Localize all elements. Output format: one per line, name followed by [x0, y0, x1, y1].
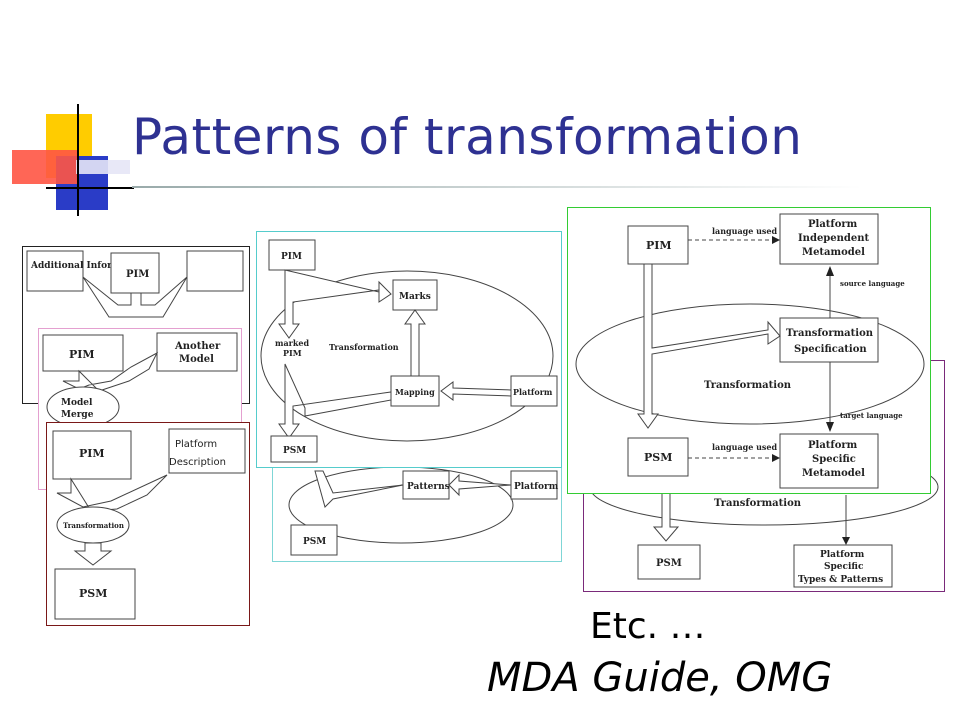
source-citation: MDA Guide, OMG [487, 655, 833, 701]
d4-platform-label: Platform [514, 482, 559, 492]
d7-spec-1: Transformation [786, 328, 874, 339]
d2-merge-1: Model [61, 398, 93, 408]
d5-marked-pim-2: PIM [283, 348, 302, 358]
d5-marks-label: Marks [399, 292, 431, 302]
slide-logo [12, 104, 134, 216]
d6-psm-label: PSM [656, 558, 682, 569]
d3-pim-label: PIM [79, 447, 105, 460]
d7-pim-meta-1: Platform [808, 219, 858, 230]
d7-spec-2: Specification [794, 344, 867, 355]
d6-types-3: Types & Patterns [798, 575, 883, 585]
d7-psm-meta-2: Specific [812, 454, 856, 465]
d7-pim-meta-3: Metamodel [802, 247, 865, 258]
d4-psm-label: PSM [303, 537, 326, 547]
d2-another-1: Another [174, 341, 221, 352]
d1-additional-info-1: Additional Information [30, 261, 148, 271]
d5-marked-pim-1: marked [275, 338, 309, 348]
d5-mapping-label: Mapping [395, 387, 435, 397]
d5-transformation-label: Transformation [329, 342, 399, 352]
etc-text: Etc. … [590, 606, 706, 647]
d7-psm-meta-3: Metamodel [802, 468, 865, 479]
d6-types-2: Specific [824, 562, 864, 572]
d7-target-language: target language [840, 411, 903, 420]
d7-pim-label: PIM [646, 239, 672, 252]
d3-transformation-label: Transformation [63, 521, 124, 530]
d7-psm-label: PSM [644, 451, 672, 464]
d6-transformation-label: Transformation [714, 498, 802, 509]
d3-platform-desc-1: Platform [175, 439, 217, 450]
d1-pim-label: PIM [126, 269, 149, 280]
diagram-patterns: Patterns Platform PSM [272, 462, 562, 562]
d3-platform-desc-2: Description [169, 457, 226, 468]
d4-patterns-label: Patterns [407, 482, 450, 492]
d2-another-2: Model [179, 354, 214, 365]
d3-psm-label: PSM [79, 587, 107, 600]
diagram-marking: PIM Marks marked PIM Transformation Mapp… [256, 231, 562, 468]
d7-language-used-bottom: language used [712, 442, 778, 452]
d5-pim-label: PIM [281, 252, 302, 262]
diagram-metamodel: PIM language used Platform Independent M… [567, 207, 931, 494]
d7-source-language: source language [840, 279, 905, 288]
d7-psm-meta-1: Platform [808, 440, 858, 451]
d5-psm-label: PSM [283, 446, 306, 456]
d5-platform-label: Platform [513, 387, 553, 397]
slide-title: Patterns of transformation [132, 108, 803, 166]
d7-pim-meta-2: Independent [798, 233, 870, 244]
d2-merge-2: Merge [61, 410, 94, 420]
diagram-platform-description: PIM Platform Description Transformation … [46, 422, 250, 626]
d7-language-used-top: language used [712, 226, 778, 236]
d6-types-1: Platform [820, 550, 865, 560]
title-underline [132, 186, 862, 188]
d2-pim-label: PIM [69, 348, 95, 361]
d7-transformation-label: Transformation [704, 380, 792, 391]
